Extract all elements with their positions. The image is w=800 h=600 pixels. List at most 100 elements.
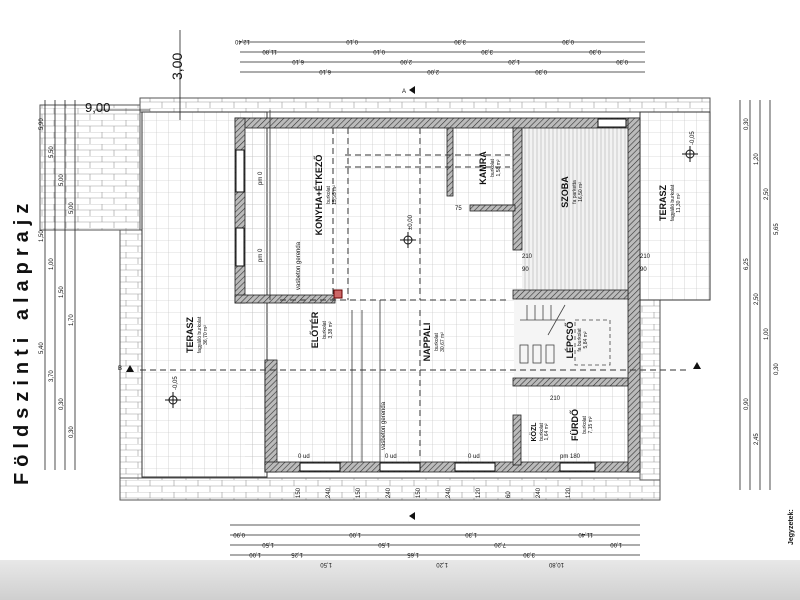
parapet-label: 0 ud <box>385 454 397 460</box>
dimension-label: 150 <box>416 487 422 498</box>
room-name: KAMRA <box>478 151 488 185</box>
room-area: 30,67 m² <box>440 332 446 352</box>
level-label: -0,05 <box>173 376 179 390</box>
section-arrow-icon <box>126 86 701 520</box>
room-name: NAPPALI <box>422 323 432 362</box>
dimension-label: 5,50 <box>49 146 55 158</box>
room-name: TERASZ <box>185 316 195 353</box>
dimension-label: 0,30 <box>616 58 628 64</box>
room-name: SZOBA <box>560 176 570 208</box>
beam-label: vasbeton gerenda <box>296 241 302 290</box>
dimension-label: 5,00 <box>69 202 75 214</box>
room-floor: fa parketta <box>572 180 578 204</box>
dimension-label: 1,00 <box>349 531 361 537</box>
room-area: 5,84 m² <box>583 331 589 348</box>
room-name: KÖZL <box>529 422 538 442</box>
room-floor: fagyálló burkolat <box>670 184 676 221</box>
dimension-label: 1,70 <box>69 314 75 326</box>
door-label: 210 <box>550 396 561 402</box>
dims-bottom: 0,901,501,251,501,001,501,651,201,307,20… <box>233 531 622 567</box>
room-pantry: KAMRA burkolat 1,58 m² <box>478 151 502 185</box>
dimension-label: 10,80 <box>548 561 564 567</box>
dimension-label: 1,20 <box>508 58 520 64</box>
room-area: 16,50 m² <box>578 182 584 202</box>
dimension-label: 11,40 <box>578 531 593 537</box>
dimension-label: 120 <box>566 487 572 498</box>
room-name: ELŐTÉR <box>309 311 320 348</box>
parapet-label: pm 180 <box>560 454 581 460</box>
dimension-label: 5,00 <box>59 174 65 186</box>
door-label: 90 <box>640 267 647 273</box>
room-floor: burkolat <box>582 415 588 433</box>
dimension-chains <box>44 30 771 556</box>
room-corridor: KÖZL burkolat 1,64 m² <box>529 422 550 442</box>
room-name: TERASZ <box>658 184 668 221</box>
dimension-label: 1,50 <box>262 541 274 547</box>
dimension-label: 1,25 <box>291 551 303 557</box>
dimension-label: 0,30 <box>589 48 601 54</box>
dimension-label: 0,10 <box>346 38 358 44</box>
dimension-label: 240 <box>446 487 452 498</box>
room-name: FÜRDŐ <box>569 409 580 441</box>
dimension-label: 150 <box>296 487 302 498</box>
brick-paving-top <box>139 97 711 113</box>
room-terrace-right: TERASZ fagyálló burkolat 11,30 m² <box>658 184 682 221</box>
room-area: 36,70 m² <box>203 325 209 345</box>
dimension-label: 3,30 <box>481 48 493 54</box>
dims-top: 12,4011,806,106,100,100,102,002,003,303,… <box>234 38 628 74</box>
dimension-label: 6,25 <box>744 258 750 270</box>
dimension-label: 1,65 <box>407 551 419 557</box>
dimension-label: 150 <box>356 487 362 498</box>
door-label: 90 <box>522 267 529 273</box>
dimension-label: 0,10 <box>373 48 385 54</box>
room-bedroom: SZOBA fa parketta 16,50 m² <box>560 176 584 208</box>
dimension-label: 240 <box>386 487 392 498</box>
dimension-label: 2,00 <box>427 68 439 74</box>
windows <box>235 118 627 472</box>
dimension-label: 12,40 <box>234 38 250 44</box>
dimension-label: 5,40 <box>39 342 45 354</box>
room-terrace-left: TERASZ fagyálló burkolat 36,70 m² <box>185 316 209 353</box>
parapet-label: pm 0 <box>258 171 264 185</box>
dimension-label: 1,20 <box>436 561 448 567</box>
door-label: 75 <box>455 206 462 212</box>
room-floor: burkolat <box>326 185 332 203</box>
plan-title: Földszinti alaprajz <box>11 198 33 485</box>
terrace-right-area <box>639 111 711 301</box>
dimension-label: 3,70 <box>49 370 55 382</box>
stairs-floor <box>514 300 628 380</box>
parapet-label: 0 ud <box>468 454 480 460</box>
dimension-label: 2,50 <box>764 188 770 200</box>
dimension-label: 7,20 <box>494 541 506 547</box>
dimension-label: 240 <box>536 487 542 498</box>
notes-label: Jegyzetek: <box>788 509 795 545</box>
dimension-label: 1,20 <box>754 153 760 165</box>
dimension-lines-internal <box>269 110 381 462</box>
parapet-label: 0 ud <box>298 454 310 460</box>
height-label: 3,00 <box>169 53 185 80</box>
dimension-label: 1,00 <box>764 328 770 340</box>
level-label: ±0,00 <box>408 214 414 230</box>
room-stairs: LÉPCSŐ fa burkolat 5,84 m² <box>564 321 589 358</box>
dimension-label: 1,00 <box>249 551 261 557</box>
dimension-label: 0,30 <box>744 118 750 130</box>
dimension-label: 6,10 <box>319 68 331 74</box>
stair-treads <box>519 304 611 366</box>
level-marker-icon <box>165 146 698 408</box>
dimension-label: 0,30 <box>562 38 574 44</box>
dimension-label: 120 <box>476 487 482 498</box>
dimension-label: 60 <box>506 491 512 498</box>
terrace-width-label: 9,00 <box>85 100 110 115</box>
door-label: 210 <box>640 254 651 260</box>
dimension-label: 3,30 <box>523 551 535 557</box>
room-hall: ELŐTÉR burkolat 3,38 m² <box>309 311 334 348</box>
dimension-label: 5,65 <box>774 223 780 235</box>
brick-paving-bottom <box>119 477 661 501</box>
room-area: 3,38 m² <box>328 321 334 338</box>
dims-left: 5,905,505,005,001,501,001,501,705,403,70… <box>39 118 75 438</box>
room-living: NAPPALI burkolat 30,67 m² <box>422 323 446 362</box>
dimension-label: 1,00 <box>610 541 622 547</box>
room-floor: fa burkolat <box>577 328 583 352</box>
